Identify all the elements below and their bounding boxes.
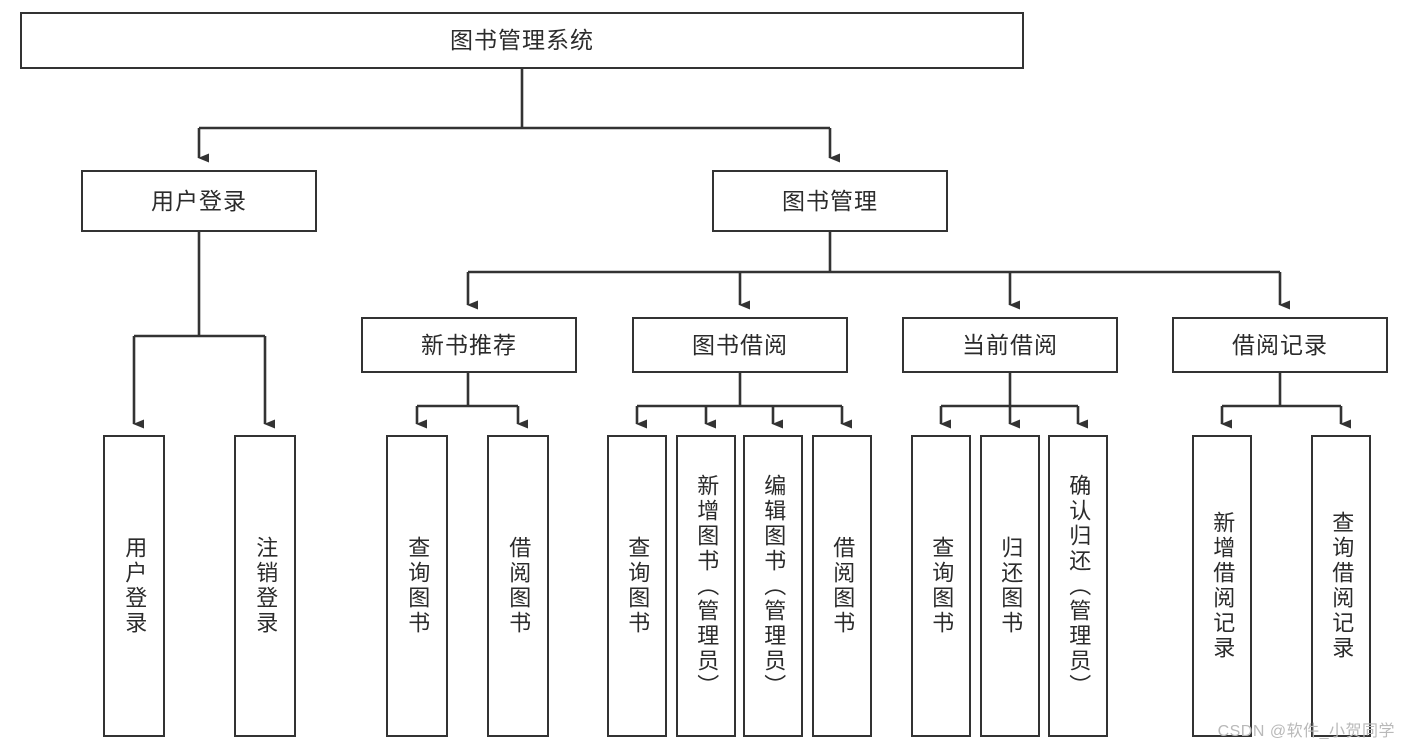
leaf-current-borrow-query[interactable]: 查询图书 [911, 435, 971, 737]
csdn-watermark: CSDN @软件_小贺同学 [1217, 723, 1395, 740]
leaf-new-book-borrow-label: 借阅图书 [506, 536, 532, 636]
node-new-book-recommend-label: 新书推荐 [421, 331, 517, 358]
node-book-management-label: 图书管理 [782, 187, 878, 214]
leaf-current-borrow-return[interactable]: 归还图书 [980, 435, 1040, 737]
node-user-login-label: 用户登录 [151, 187, 247, 214]
leaf-current-borrow-return-label: 归还图书 [998, 536, 1024, 636]
node-user-login[interactable]: 用户登录 [81, 170, 317, 232]
leaf-user-login-signout[interactable]: 注销登录 [234, 435, 296, 737]
leaf-book-borrow-add[interactable]: 新增图书（管理员） [676, 435, 736, 737]
leaf-current-borrow-confirm[interactable]: 确认归还（管理员） [1048, 435, 1108, 737]
leaf-borrow-record-query-label: 查询借阅记录 [1329, 511, 1355, 661]
leaf-book-borrow-query[interactable]: 查询图书 [607, 435, 667, 737]
leaf-current-borrow-query-label: 查询图书 [929, 536, 955, 636]
node-book-management[interactable]: 图书管理 [712, 170, 948, 232]
leaf-user-login-signin-label: 用户登录 [122, 536, 148, 636]
node-borrow-record-label: 借阅记录 [1232, 331, 1328, 358]
node-root[interactable]: 图书管理系统 [20, 12, 1024, 69]
node-current-borrow-label: 当前借阅 [962, 331, 1058, 358]
node-root-label: 图书管理系统 [450, 27, 594, 54]
leaf-book-borrow-query-label: 查询图书 [625, 536, 651, 636]
leaf-borrow-record-add[interactable]: 新增借阅记录 [1192, 435, 1252, 737]
leaf-book-borrow-edit-label: 编辑图书（管理员） [761, 473, 787, 699]
leaf-borrow-record-add-label: 新增借阅记录 [1210, 511, 1236, 661]
leaf-new-book-query[interactable]: 查询图书 [386, 435, 448, 737]
leaf-new-book-query-label: 查询图书 [405, 536, 431, 636]
leaf-borrow-record-query[interactable]: 查询借阅记录 [1311, 435, 1371, 737]
leaf-user-login-signout-label: 注销登录 [253, 536, 279, 636]
leaf-book-borrow-edit[interactable]: 编辑图书（管理员） [743, 435, 803, 737]
leaf-book-borrow-lend-label: 借阅图书 [830, 536, 856, 636]
leaf-book-borrow-lend[interactable]: 借阅图书 [812, 435, 872, 737]
node-current-borrow[interactable]: 当前借阅 [902, 317, 1118, 373]
node-book-borrow[interactable]: 图书借阅 [632, 317, 848, 373]
node-book-borrow-label: 图书借阅 [692, 331, 788, 358]
leaf-user-login-signin[interactable]: 用户登录 [103, 435, 165, 737]
node-borrow-record[interactable]: 借阅记录 [1172, 317, 1388, 373]
leaf-current-borrow-confirm-label: 确认归还（管理员） [1066, 473, 1092, 699]
leaf-new-book-borrow[interactable]: 借阅图书 [487, 435, 549, 737]
leaf-book-borrow-add-label: 新增图书（管理员） [694, 473, 720, 699]
node-new-book-recommend[interactable]: 新书推荐 [361, 317, 577, 373]
